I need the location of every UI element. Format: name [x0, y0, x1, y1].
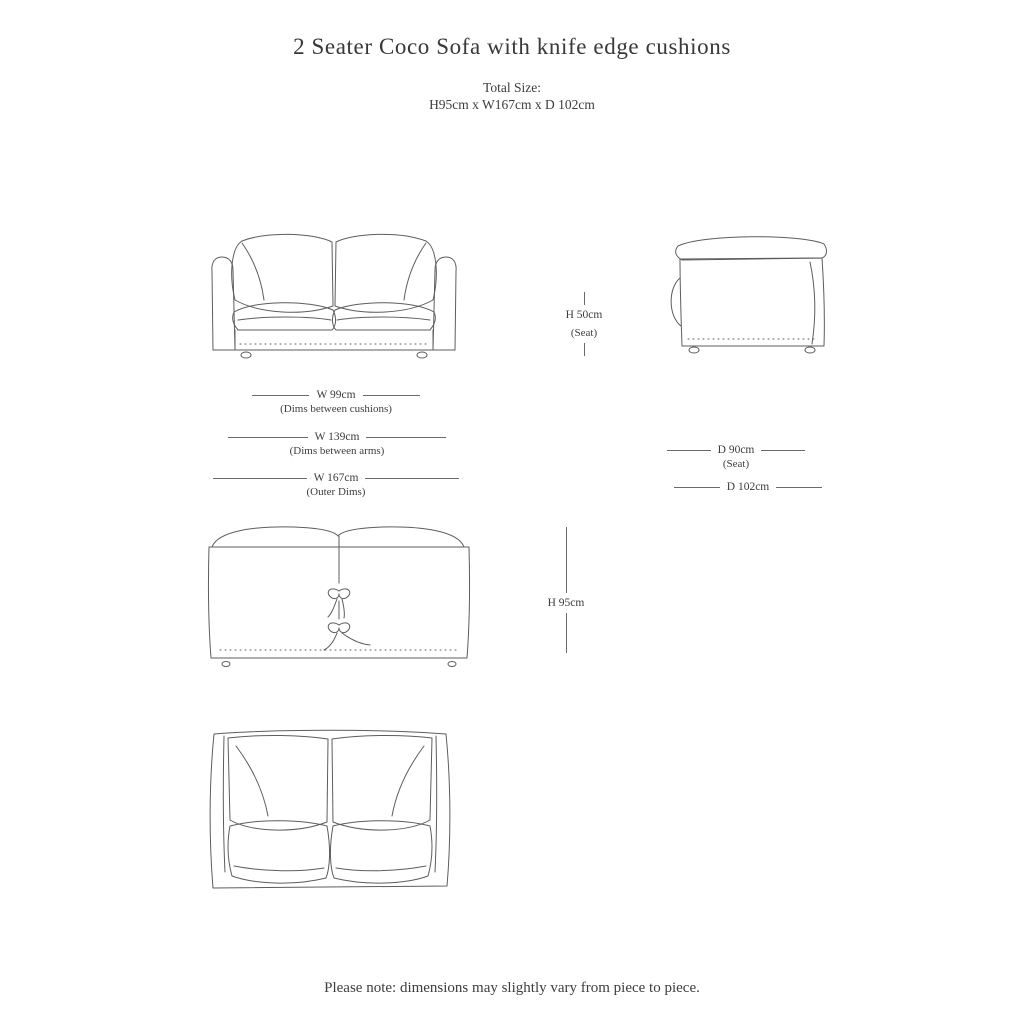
- dimension-overall-height: H 95cm: [531, 527, 601, 653]
- dimension-line: [366, 436, 447, 438]
- dimension-line: [252, 394, 310, 396]
- footer-note: Please note: dimensions may slightly var…: [324, 980, 700, 996]
- dimension-line: [674, 486, 720, 488]
- total-size-label: Total Size:: [483, 80, 541, 95]
- dimension-seat-height: H 50cm (Seat): [548, 292, 620, 356]
- dimension-line: [565, 527, 567, 593]
- dimension-line: [583, 343, 585, 356]
- dimension-value: D 90cm: [717, 444, 755, 456]
- dimension-line: [362, 394, 421, 396]
- dimension-sublabel: (Seat): [722, 458, 750, 470]
- page-title: 2 Seater Coco Sofa with knife edge cushi…: [293, 34, 731, 59]
- dimension-line: [565, 613, 567, 653]
- dimension-width-outer: W 167cm (Outer Dims): [213, 472, 460, 498]
- sofa-front-view-drawing: [196, 220, 472, 378]
- sofa-side-view-icon: [670, 236, 827, 354]
- dimension-line: [761, 449, 806, 451]
- dimension-value: H 95cm: [547, 597, 585, 609]
- sofa-back-view-icon: [207, 526, 471, 667]
- sofa-back-view-drawing: [196, 517, 484, 670]
- dimension-sublabel: (Dims between cushions): [280, 403, 392, 415]
- dimension-line: [365, 477, 460, 479]
- dimension-sublabel: (Outer Dims): [306, 486, 366, 498]
- dimension-value: H 50cm: [565, 309, 603, 321]
- dimension-value: W 99cm: [316, 389, 356, 401]
- dimension-width-between-cushions: W 99cm (Dims between cushions): [252, 389, 421, 415]
- dimension-depth-seat: D 90cm (Seat): [667, 444, 806, 470]
- total-size-value: H95cm x W167cm x D 102cm: [429, 97, 595, 112]
- dimension-line: [583, 292, 585, 305]
- dimension-value: W 167cm: [313, 472, 359, 484]
- sofa-top-view-drawing: [196, 720, 464, 898]
- dimension-value: W 139cm: [314, 431, 360, 443]
- dimension-line: [213, 477, 307, 479]
- dimension-line: [776, 486, 823, 488]
- dimension-depth-outer: D 102cm: [674, 481, 823, 493]
- dimension-value: D 102cm: [726, 481, 770, 493]
- dimension-width-between-arms: W 139cm (Dims between arms): [228, 431, 447, 457]
- sofa-front-view-icon: [211, 233, 457, 359]
- sofa-top-view-icon: [209, 729, 451, 889]
- dimension-line: [667, 449, 711, 451]
- dimension-line: [228, 436, 308, 438]
- sofa-side-view-drawing: [660, 220, 842, 376]
- dimension-sublabel: (Dims between arms): [289, 445, 385, 457]
- dimension-sublabel: (Seat): [570, 327, 598, 339]
